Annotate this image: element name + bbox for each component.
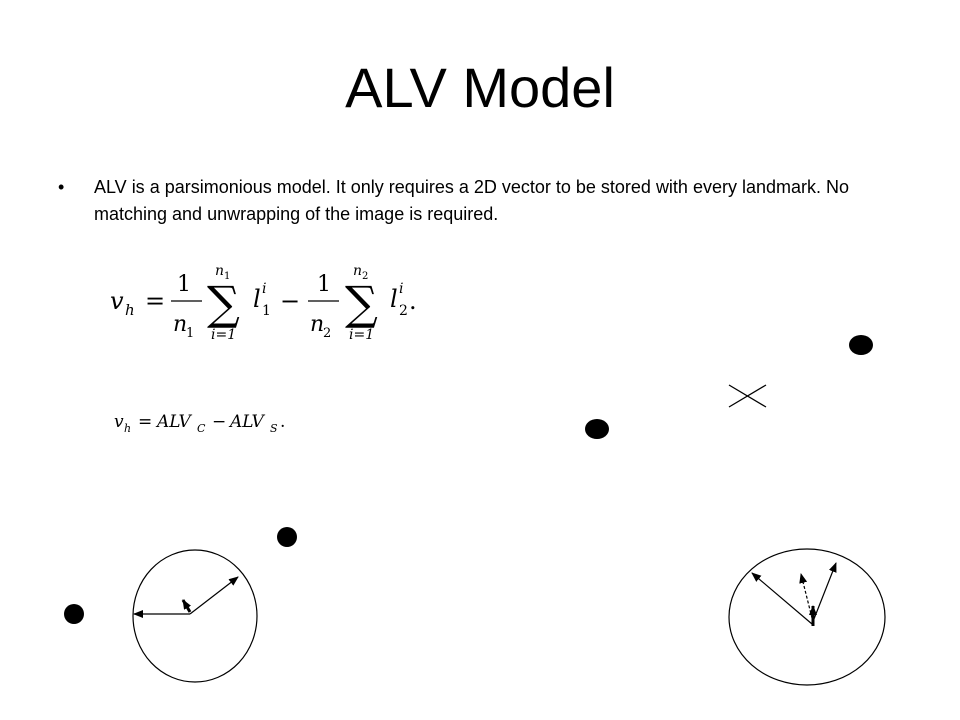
eq1-term1: l: [253, 285, 261, 313]
eq1-sum1-upper-sub: 1: [224, 271, 230, 282]
eq1-frac2-numerator: 1: [317, 272, 331, 297]
landmark-dot: [277, 527, 297, 547]
eq1-equals: =: [145, 287, 165, 315]
eq2-term1: ALV: [155, 412, 193, 432]
eq1-minus: −: [280, 287, 300, 315]
eq2-period: .: [280, 412, 285, 432]
equation-alv-difference: v h = ALV C − ALV S .: [114, 412, 285, 435]
eq1-term2-sub: 2: [399, 303, 408, 319]
eq1-sum1-upper: n: [215, 263, 224, 279]
eq2-term2-sub: S: [270, 422, 278, 435]
landmark-vector-arrow: [189, 576, 239, 615]
snapshot-circle-right: [728, 548, 886, 686]
bullet-point: • ALV is a parsimonious model. It only r…: [58, 174, 888, 228]
eq2-term2: ALV: [228, 412, 266, 432]
landmark-dot: [849, 335, 873, 355]
eq2-equals: =: [138, 412, 152, 432]
eq2-minus: −: [212, 412, 226, 432]
eq1-frac1-numerator: 1: [177, 272, 191, 297]
landmark-vector-arrow: [811, 562, 837, 625]
eq1-sum2-lower: i=1: [349, 327, 374, 343]
landmark-dot: [585, 419, 609, 439]
eq1-term2-sup: i: [399, 281, 403, 297]
equation-alv-average: v h = 1 n 1 n 1 ∑ i=1 l i 1 − 1 n 2 n 2 …: [110, 263, 417, 343]
eq1-frac1-denominator: n: [173, 312, 187, 337]
eq1-sum1-lower: i=1: [211, 327, 236, 343]
eq1-sum2-upper-sub: 2: [362, 271, 368, 282]
landmark-diagram: [64, 335, 886, 686]
eq1-term2: l: [390, 285, 398, 313]
eq2-lhs: v: [114, 412, 124, 432]
mean-vector-arrow: [799, 573, 813, 619]
eq1-sigma2: ∑: [345, 276, 378, 330]
eq2-lhs-sub: h: [124, 422, 131, 435]
eq1-term1-sub: 1: [262, 303, 271, 319]
landmark-vector-arrow: [751, 572, 813, 625]
eq1-sigma1: ∑: [207, 276, 240, 330]
goal-cross-marker: [728, 384, 767, 408]
snapshot-circle-left: [132, 549, 258, 683]
eq1-sum2-upper: n: [353, 263, 362, 279]
bullet-marker: •: [58, 177, 65, 197]
eq1-frac1-denominator-sub: 1: [186, 326, 194, 341]
eq2-term1-sub: C: [197, 422, 206, 435]
bullet-text: ALV is a parsimonious model. It only req…: [94, 177, 850, 224]
eq1-lhs: v: [110, 287, 124, 315]
eq1-period: .: [409, 287, 417, 315]
eq1-lhs-sub: h: [125, 301, 135, 319]
eq1-frac2-denominator: n: [310, 312, 324, 337]
home-vector-arrow: [181, 599, 192, 613]
landmark-dot: [64, 604, 84, 624]
slide-title: ALV Model: [345, 56, 615, 119]
eq1-frac2-denominator-sub: 2: [323, 326, 331, 341]
eq1-term1-sup: i: [262, 281, 266, 297]
